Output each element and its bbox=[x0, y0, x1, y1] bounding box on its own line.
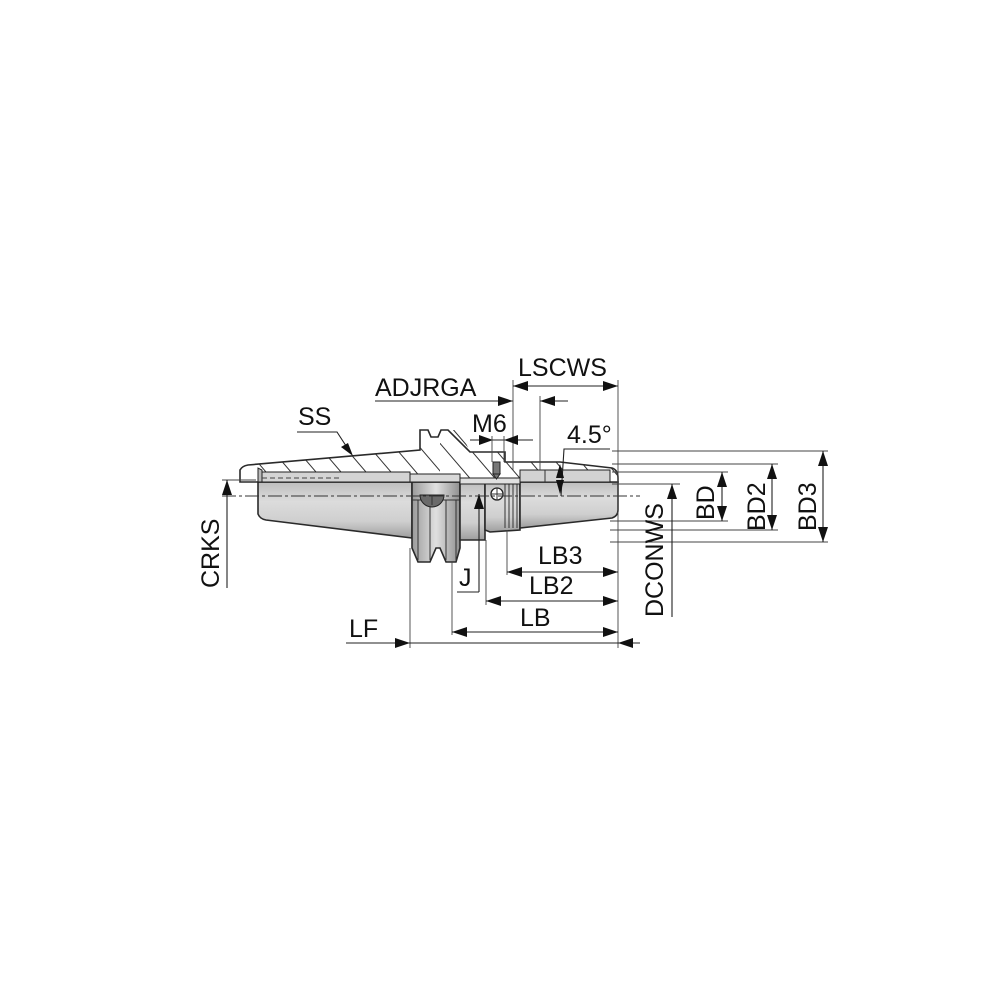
label-m6: M6 bbox=[472, 410, 507, 438]
flange bbox=[411, 481, 461, 563]
taper-shank bbox=[257, 481, 413, 539]
angle-dimension: 4.5° bbox=[556, 421, 612, 497]
lb2-dimension: LB2 bbox=[485, 540, 618, 606]
neck bbox=[459, 481, 486, 541]
label-bd2: BD2 bbox=[743, 482, 771, 531]
taper-section bbox=[239, 429, 619, 483]
label-lb: LB bbox=[520, 604, 551, 632]
lb-dimension: LB bbox=[451, 562, 618, 637]
label-lscws: LSCWS bbox=[518, 354, 607, 382]
label-crks: CRKS bbox=[197, 519, 225, 588]
lb3-dimension: LB3 bbox=[506, 530, 618, 577]
ss-leader: SS bbox=[297, 403, 353, 456]
label-bd: BD bbox=[692, 485, 720, 520]
label-adjrga: ADJRGA bbox=[375, 374, 477, 402]
label-angle: 4.5° bbox=[567, 421, 612, 449]
label-dconws: DCONWS bbox=[641, 503, 669, 617]
m6-dimension: M6 bbox=[470, 410, 533, 462]
label-lb3: LB3 bbox=[538, 542, 582, 570]
lf-dimension: LF bbox=[346, 548, 640, 648]
adjust-ring bbox=[484, 481, 521, 533]
dconws-dimension: DCONWS bbox=[641, 484, 677, 617]
bd-dimension: BD bbox=[692, 472, 727, 521]
bd3-dimension: BD3 bbox=[794, 451, 828, 542]
label-lf: LF bbox=[349, 615, 378, 643]
bd2-dimension: BD2 bbox=[743, 464, 777, 531]
nose bbox=[519, 481, 619, 529]
adjrga-dimension: ADJRGA bbox=[375, 374, 568, 470]
label-ss: SS bbox=[298, 403, 331, 431]
label-j: J bbox=[459, 564, 472, 592]
label-lb2: LB2 bbox=[529, 572, 573, 600]
label-bd3: BD3 bbox=[794, 482, 822, 531]
m6-setscrew bbox=[492, 461, 501, 475]
lscws-dimension: LSCWS bbox=[513, 354, 619, 648]
j-dimension: J bbox=[457, 494, 484, 593]
crks-dimension: CRKS bbox=[197, 479, 256, 588]
diameter-extensions bbox=[610, 450, 828, 543]
